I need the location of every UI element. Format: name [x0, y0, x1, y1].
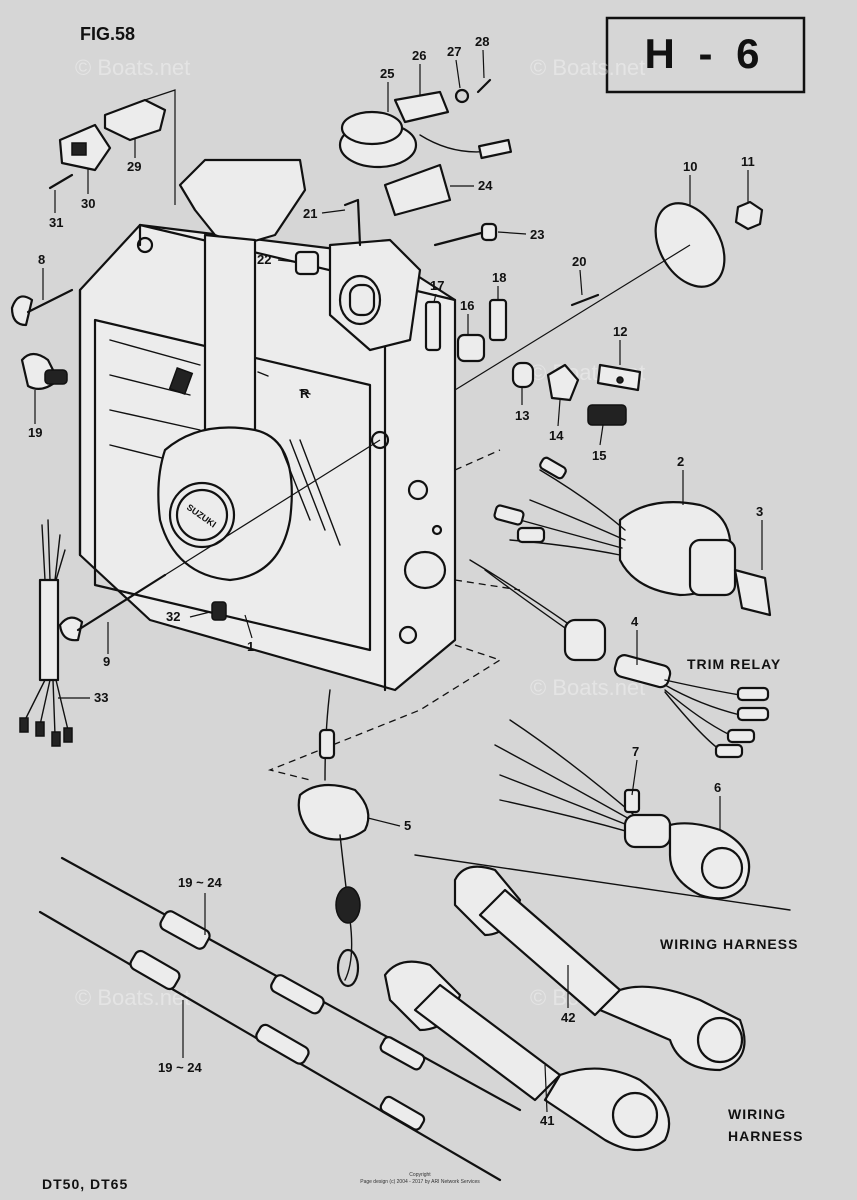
callout-20: 20: [572, 254, 586, 269]
small-parts-right: [424, 293, 642, 426]
callout-25: 25: [380, 66, 394, 81]
callout-21: 21: [303, 206, 317, 221]
wiring-harness-label-2a: WIRING: [728, 1106, 786, 1122]
copyright-line-1: Copyright: [409, 1172, 431, 1178]
models-label: DT50, DT65: [42, 1176, 128, 1192]
callout-30: 30: [81, 196, 95, 211]
wiring-harness-label-1: WIRING HARNESS: [660, 936, 798, 952]
callout-28: 28: [475, 34, 489, 49]
connector-4: [469, 559, 770, 759]
callout-33: 33: [94, 690, 108, 705]
callout-22: 22: [257, 252, 271, 267]
part-19: [20, 352, 68, 391]
callout-9: 9: [103, 654, 110, 669]
callout-4: 4: [631, 614, 639, 629]
harness-6: [494, 719, 751, 900]
key-switch-2: [493, 456, 772, 617]
bolt-9: [58, 439, 381, 642]
round-part: [403, 550, 447, 590]
callout-15: 15: [592, 448, 606, 463]
watermark-1: © Boats.net: [75, 55, 190, 80]
watermark-2: © Boats.net: [530, 55, 645, 80]
dashed-route-1: [267, 644, 502, 781]
figure-label: FIG.58: [80, 24, 135, 44]
callout-14: 14: [549, 428, 564, 443]
callouts: 1 2 3 4 5 6 7 8 9 10 11 12 13 14 15 16 1…: [28, 34, 763, 1128]
leader-line-main: [454, 244, 691, 391]
callout-19-24-b: 19 ~ 24: [158, 1060, 203, 1075]
part-32: [211, 601, 227, 621]
section-code: H - 6: [644, 30, 765, 77]
wiring-harness-42: [414, 854, 791, 1072]
part-29-30-31: [48, 89, 176, 205]
callout-2: 2: [677, 454, 684, 469]
section-code-box: [605, 16, 806, 94]
callout-12: 12: [613, 324, 627, 339]
callout-18: 18: [492, 270, 506, 285]
callout-17: 17: [430, 278, 444, 293]
callout-42: 42: [561, 1010, 575, 1025]
nut-11: [734, 200, 764, 231]
callout-13: 13: [515, 408, 529, 423]
callout-26: 26: [412, 48, 426, 63]
callout-5: 5: [404, 818, 411, 833]
connector-5: [297, 689, 370, 988]
cable-19-24-bottom: [38, 910, 502, 1182]
callout-10: 10: [683, 159, 697, 174]
wiring-harness-leader-1: [414, 854, 791, 911]
callout-16: 16: [460, 298, 474, 313]
trim-switch-25: [338, 78, 513, 217]
cable-19-24-top: [60, 856, 522, 1112]
callout-8: 8: [38, 252, 45, 267]
callout-11: 11: [741, 154, 755, 169]
box-mark-r: R: [300, 386, 310, 401]
callout-41: 41: [540, 1113, 554, 1128]
dashed-route-2: [454, 579, 521, 591]
callout-6: 6: [714, 780, 721, 795]
callout-32: 32: [166, 609, 180, 624]
harness-33: [19, 519, 73, 747]
callout-27: 27: [447, 44, 461, 59]
wiring-harness-label-2b: HARNESS: [728, 1128, 803, 1144]
callout-19: 19: [28, 425, 42, 440]
copyright-line-2: Page design (c) 2004 - 2017 by ARI Netwo…: [360, 1179, 480, 1185]
wiring-harness-41: [383, 960, 671, 1151]
callout-1: 1: [247, 639, 254, 654]
neutral-switch-21: [294, 198, 498, 352]
callout-24: 24: [478, 178, 493, 193]
callout-23: 23: [530, 227, 544, 242]
callout-7: 7: [632, 744, 639, 759]
dashed-key-switch: [454, 449, 501, 471]
trim-relay-label: TRIM RELAY: [687, 656, 781, 672]
callout-31: 31: [49, 215, 63, 230]
control-lever: SUZUKI: [157, 158, 341, 582]
callout-3: 3: [756, 504, 763, 519]
bolt-8: [10, 288, 74, 327]
callout-19-24-a: 19 ~ 24: [178, 875, 223, 890]
callout-29: 29: [127, 159, 141, 174]
